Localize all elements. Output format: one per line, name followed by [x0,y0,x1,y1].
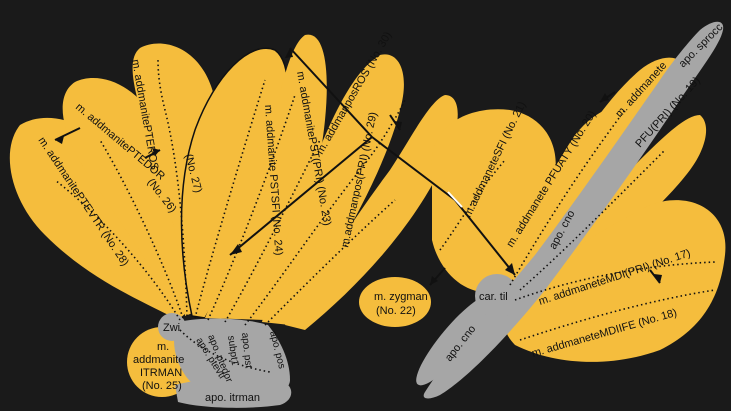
label-itrman-3: ITRMAN [140,367,182,379]
label-apo-itrman: apo. itrman [205,392,260,404]
label-subpt1: subpt1 [225,335,240,367]
label-zygman-2: (No. 22) [376,305,416,317]
muscle-zygman [359,277,431,327]
aponeurosis-itrman [175,377,292,408]
muscle-mdi [503,200,726,362]
zwi-node [158,313,186,341]
arrowheads [55,48,662,285]
label-itrman-2: addmanite [133,354,184,366]
label-cartil: car. til [479,291,508,303]
cartilage-til [475,274,519,318]
label-itrman-4: (No. 25) [142,380,182,392]
label-zygman-1: m. zygman [374,291,428,303]
muscle-ptevtr [9,117,182,320]
label-zwi: Zwi [163,322,180,334]
fibre-lines [54,59,716,373]
label-apo-pst: apo. pst [239,332,254,369]
aponeurosis-cno-lower [416,294,494,386]
muscle-pospri [285,95,458,330]
muscle-posros [262,54,404,325]
label-itrman-1: m. [157,341,169,353]
muscle-addmanete-top [560,57,686,175]
